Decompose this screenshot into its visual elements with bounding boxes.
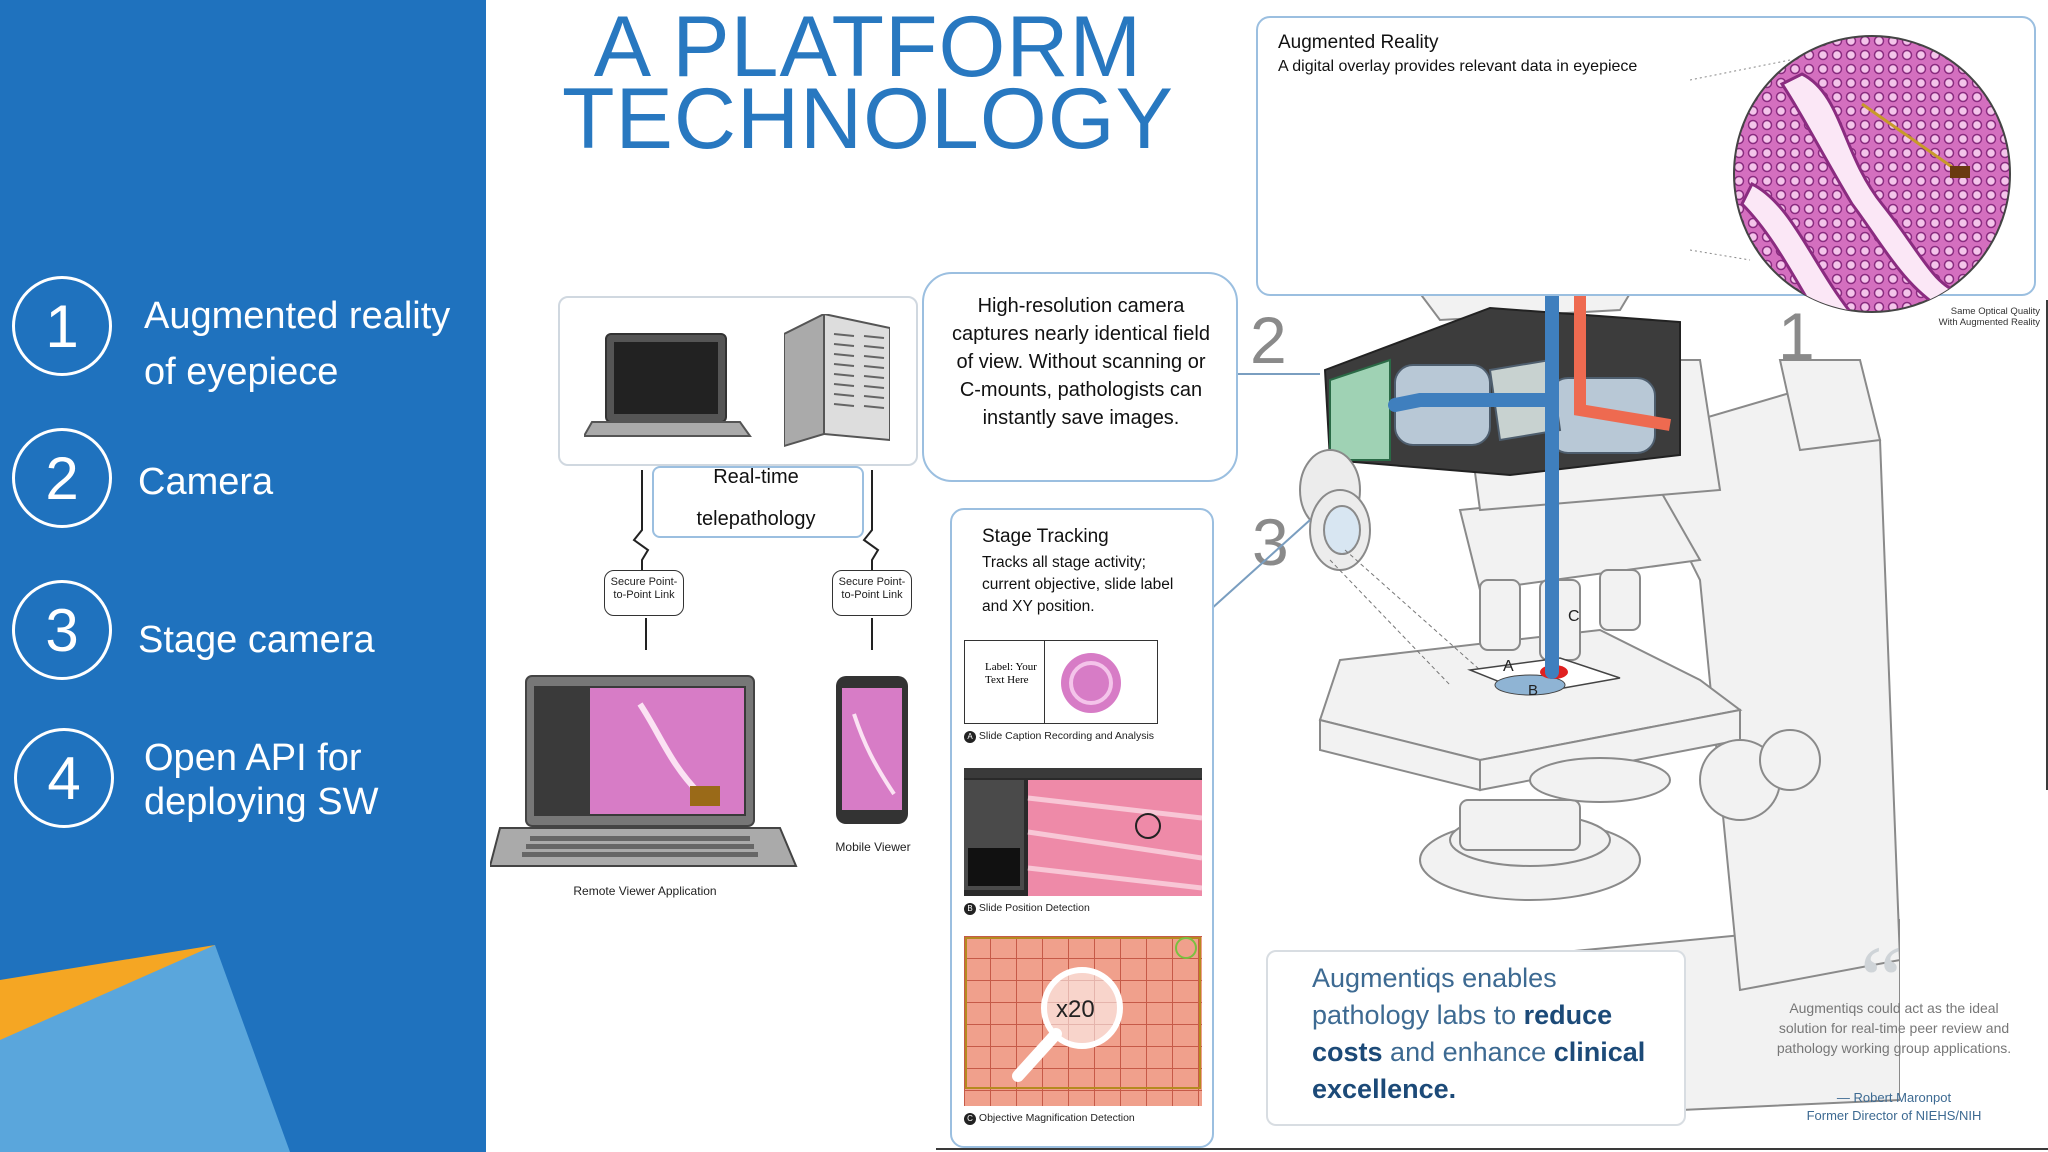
quote-mark-icon: “ <box>1860 926 1903 1033</box>
sidebar-item-2-label: Camera <box>138 461 274 503</box>
camera-callout-box: High-resolution camera captures nearly i… <box>922 272 1238 482</box>
quote-role: Former Director of NIEHS/NIH <box>1806 1108 1982 1123</box>
secure-link-right: Secure Point-to-Point Link <box>832 570 912 616</box>
caption-b-row: B Slide Position Detection <box>964 902 1090 915</box>
magnification-image <box>964 936 1202 1106</box>
caption-c-marker: C <box>964 1113 976 1125</box>
link-connectors <box>632 470 880 650</box>
augmentiqs-text-1: Augmentiqs enables pathology labs to <box>1312 963 1557 1030</box>
mobile-viewer-caption: Mobile Viewer <box>835 840 911 854</box>
sidebar-item-3-label: Stage camera <box>138 619 375 661</box>
sidebar-item-4-label: Open API for deploying SW <box>144 737 379 823</box>
caption-c-text: Objective Magnification Detection <box>978 1112 1135 1124</box>
ar-heading: Augmented Reality <box>1278 32 1439 53</box>
ar-side-caption-1: Same Optical Quality <box>1950 306 2040 317</box>
caption-a-marker: A <box>964 731 976 743</box>
magnification-value: x20 <box>1056 996 1095 1023</box>
caption-c-row: C Objective Magnification Detection <box>964 1112 1135 1125</box>
stage-description: Tracks all stage activity; current objec… <box>982 554 1174 615</box>
sidebar-item-3-number: 3 <box>12 580 112 680</box>
page-title-line2: TECHNOLOGY <box>561 71 1175 167</box>
bottom-divider <box>936 1148 2048 1150</box>
server-icon <box>784 314 890 448</box>
augmentiqs-statement: Augmentiqs enables pathology labs to red… <box>1312 960 1660 1108</box>
sidebar-panel: 1 Augmented reality of eyepiece 2 Camera… <box>0 0 486 1152</box>
corner-decoration <box>0 945 290 1152</box>
quote-text: Augmentiqs could act as the ideal soluti… <box>1776 1000 2012 1056</box>
sidebar-item-2-number: 2 <box>12 428 112 528</box>
sidebar-item-1-label: Augmented reality of eyepiece <box>144 295 451 393</box>
telepathology-box <box>652 466 864 538</box>
quote-author: — Robert Maronpot <box>1836 1090 1952 1105</box>
ar-dotted-lines <box>1690 59 1790 261</box>
tissue-overlay-image <box>1733 35 2011 313</box>
secure-link-left: Secure Point-to-Point Link <box>604 570 684 616</box>
right-edge-line <box>2046 300 2048 790</box>
remote-viewer-laptop <box>490 675 798 867</box>
scope-label-c: C <box>1568 608 1580 625</box>
scope-label-a: A <box>1503 658 1514 675</box>
stage-heading: Stage Tracking <box>982 526 1109 547</box>
caption-a-text: Slide Caption Recording and Analysis <box>978 730 1155 742</box>
slide-label-card: Label: Your Text Here <box>964 640 1158 724</box>
sidebar-item-1-number: 1 <box>12 276 112 376</box>
slide-label-text: Label: Your Text Here <box>965 641 1045 723</box>
number-1-label: 1 <box>1778 299 1815 373</box>
augmentiqs-box <box>1266 950 1686 1126</box>
mobile-viewer-phone <box>836 676 908 824</box>
caption-b-text: Slide Position Detection <box>978 902 1090 914</box>
remote-viewer-caption: Remote Viewer Application <box>573 884 717 898</box>
caption-a-row: A Slide Caption Recording and Analysis <box>964 730 1154 743</box>
slide-tissue-thumbnail <box>1061 653 1121 713</box>
caption-b-marker: B <box>964 903 976 915</box>
scope-label-b: B <box>1528 682 1539 699</box>
number-2-label: 2 <box>1250 303 1287 377</box>
telepathology-line2: telepathology <box>696 508 816 530</box>
augmentiqs-text-4: clinical excellence. <box>1312 1037 1646 1104</box>
slide-position-image <box>964 768 1202 896</box>
ar-side-caption: Same Optical Quality With Augmented Real… <box>1900 306 2040 328</box>
telepathology-line1: Real-time <box>713 466 799 488</box>
augmentiqs-text-3: and enhance <box>1382 1037 1554 1067</box>
laptop-icon <box>584 333 752 437</box>
page-title-line1: A PLATFORM <box>593 0 1143 95</box>
ar-subheading: A digital overlay provides relevant data… <box>1278 58 1638 75</box>
ar-side-caption-2: With Augmented Reality <box>1938 317 2040 328</box>
sidebar-item-4-number: 4 <box>14 728 114 828</box>
augmentiqs-text-2: reduce costs <box>1312 1000 1613 1067</box>
camera-callout-text: High-resolution camera captures nearly i… <box>952 295 1210 429</box>
